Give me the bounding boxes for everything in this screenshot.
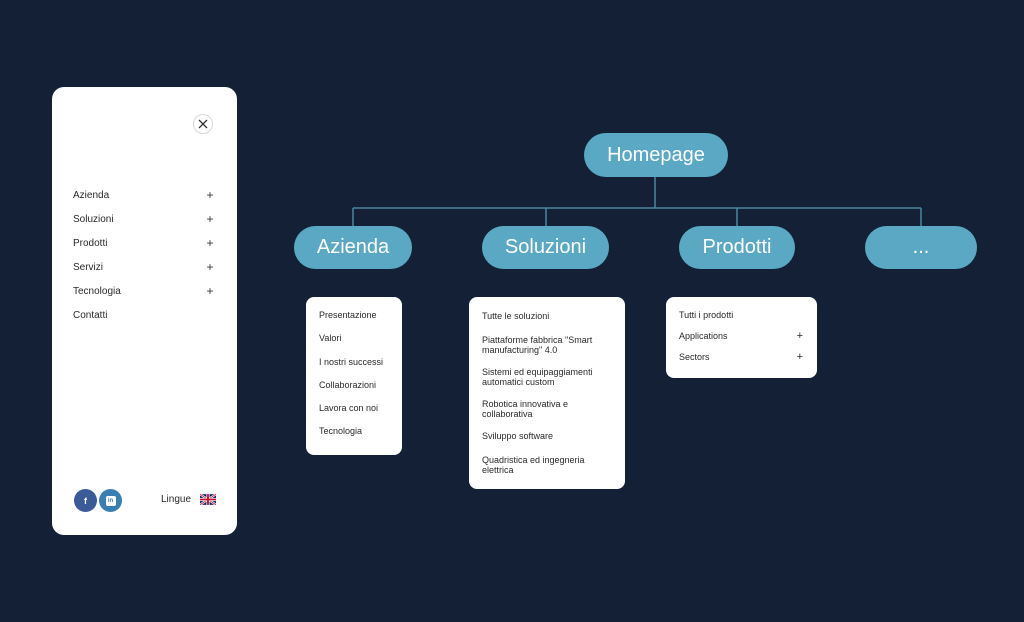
azienda-submenu-card: Presentazione Valori I nostri successi C…: [306, 297, 402, 455]
node-label: Homepage: [607, 143, 705, 166]
soluzioni-submenu-card: Tutte le soluzioni Piattaforme fabbrica …: [469, 297, 625, 489]
node-azienda: Azienda: [294, 226, 412, 269]
submenu-item[interactable]: Tecnologia: [319, 426, 363, 436]
submenu-item[interactable]: Sviluppo software: [482, 431, 554, 441]
facebook-icon: f: [84, 495, 87, 506]
menu-item-prodotti[interactable]: Prodotti +: [73, 231, 215, 255]
submenu-item-label: Tutti i prodotti: [679, 310, 734, 320]
submenu-item[interactable]: Sistemi ed equipaggiamenti automatici cu…: [482, 367, 593, 387]
node-label: Azienda: [316, 236, 390, 258]
plus-icon[interactable]: +: [206, 236, 214, 250]
submenu-item-tutti-i-prodotti[interactable]: Tutti i prodotti: [679, 310, 803, 320]
language-label: Lingue: [161, 494, 192, 505]
menu-item-label: Servizi: [73, 261, 104, 273]
mobile-menu-panel: Azienda + Soluzioni + Prodotti + Servizi…: [52, 87, 237, 535]
submenu-item[interactable]: Lavora con noi: [319, 403, 379, 413]
submenu-item-label: Sectors: [679, 352, 710, 362]
social-links: f in: [74, 489, 122, 512]
menu-item-label: Tecnologia: [73, 285, 121, 297]
plus-icon[interactable]: +: [206, 212, 214, 226]
menu-item-label: Soluzioni: [73, 213, 114, 225]
submenu-item[interactable]: Collaborazioni: [319, 380, 377, 390]
node-homepage: Homepage: [584, 133, 728, 177]
submenu-item[interactable]: Quadristica ed ingegneria elettrica: [482, 455, 585, 475]
node-label: ...: [912, 236, 930, 258]
submenu-item-sectors[interactable]: Sectors +: [679, 351, 803, 363]
menu-item-soluzioni[interactable]: Soluzioni +: [73, 207, 215, 231]
node-prodotti: Prodotti: [679, 226, 795, 269]
plus-icon[interactable]: +: [206, 188, 214, 202]
submenu-item[interactable]: Robotica innovativa e collaborativa: [482, 399, 569, 419]
menu-item-label: Prodotti: [73, 237, 108, 249]
mobile-menu-list: Azienda + Soluzioni + Prodotti + Servizi…: [73, 183, 215, 327]
node-label: Soluzioni: [504, 236, 587, 258]
facebook-button[interactable]: f: [74, 489, 97, 512]
linkedin-button[interactable]: in: [99, 489, 122, 512]
plus-icon[interactable]: +: [796, 351, 803, 363]
menu-item-azienda[interactable]: Azienda +: [73, 183, 215, 207]
submenu-item[interactable]: Tutte le soluzioni: [482, 311, 550, 321]
node-label: Prodotti: [702, 236, 772, 258]
language-selector[interactable]: Lingue: [161, 494, 217, 505]
menu-item-tecnologia[interactable]: Tecnologia +: [73, 279, 215, 303]
submenu-item-applications[interactable]: Applications +: [679, 330, 803, 342]
linkedin-icon-glyph: in: [107, 497, 114, 504]
close-icon: [198, 119, 208, 129]
plus-icon[interactable]: +: [206, 260, 214, 274]
submenu-item-label: Applications: [679, 331, 728, 341]
close-button[interactable]: [193, 114, 213, 134]
submenu-item[interactable]: Valori: [319, 333, 342, 343]
menu-item-label: Contatti: [73, 309, 108, 321]
submenu-item[interactable]: Presentazione: [319, 310, 377, 320]
menu-item-label: Azienda: [73, 189, 110, 201]
submenu-item[interactable]: Piattaforme fabbrica "Smart manufacturin…: [482, 335, 593, 355]
menu-item-contatti[interactable]: Contatti: [73, 303, 215, 327]
node-soluzioni: Soluzioni: [482, 226, 609, 269]
uk-flag-icon: [200, 494, 217, 505]
node-more: ...: [865, 226, 977, 269]
menu-item-servizi[interactable]: Servizi +: [73, 255, 215, 279]
linkedin-icon: in: [105, 495, 116, 506]
submenu-item[interactable]: I nostri successi: [319, 357, 384, 367]
plus-icon[interactable]: +: [206, 284, 214, 298]
prodotti-submenu-card: Tutti i prodotti Applications + Sectors …: [666, 297, 817, 378]
plus-icon[interactable]: +: [796, 330, 803, 342]
